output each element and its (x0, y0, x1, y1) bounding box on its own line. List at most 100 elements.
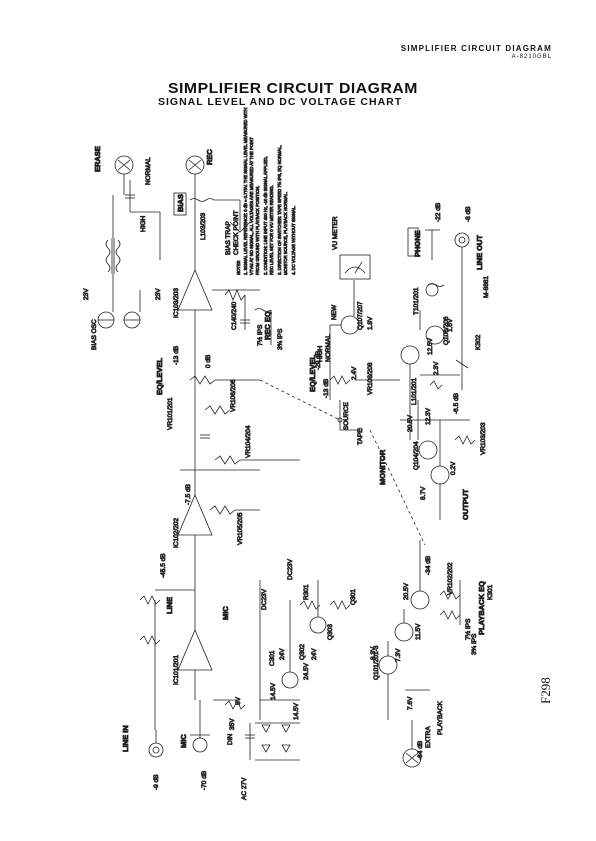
header-code: A-8210GBL (511, 54, 552, 60)
voltage-8v: 8V (235, 696, 242, 705)
part-k302: K302 (475, 334, 482, 350)
erase-head (114, 155, 134, 195)
level-phone: -22 dB (435, 203, 442, 222)
vu-meter (339, 254, 371, 280)
voltage-8-3v: 8.3V (370, 646, 377, 660)
q106-output-amp (400, 310, 460, 440)
part-ic102: IC102/202 (173, 518, 180, 548)
voltage-14-5v-b: 14.5V (293, 702, 300, 720)
label-check-point: CHECK POINT (233, 211, 240, 255)
label-line-in: LINE IN (121, 725, 130, 752)
part-vr103: VR103/203 (480, 422, 487, 455)
label-extra: EXTRA (425, 726, 432, 748)
part-q107: Q107/207 (357, 301, 364, 330)
header-title: SIMPLIFIER CIRCUIT DIAGRAM (400, 44, 552, 53)
part-q302: Q302 (299, 644, 306, 660)
voltage-8-7v: 8.7V (420, 486, 427, 500)
label-dc23v-b: DC23V (287, 558, 294, 580)
note-line: 2. CONDITION: LINE INPUT 400 Hz, -10 dB … (263, 156, 268, 275)
q104-q105-output (400, 400, 476, 520)
label-ips-a: 7½ IPS (256, 324, 264, 346)
voltage-23v-b: 23V (155, 288, 162, 300)
part-l101: L101/201 (411, 378, 418, 405)
bias-box (173, 192, 187, 216)
voltage-23v-a: 23V (83, 288, 90, 300)
level-line-in: -9 dB (153, 774, 160, 790)
part-vr105: VR105/205 (237, 512, 244, 545)
level-mic-in: -70 dB (201, 771, 208, 790)
part-l103: L103/203 (200, 213, 207, 240)
label-eq-level-mid: EQ/LEVEL (308, 354, 317, 392)
part-c140: C140/240 (231, 301, 238, 330)
part-q106: Q106/206 (443, 316, 450, 345)
label-ips-c: 7½ IPS (464, 618, 472, 640)
part-q303: Q303 (327, 624, 334, 640)
ic103-rec-amp (177, 240, 213, 355)
label-ac27v: AC 27V (241, 777, 248, 800)
bias-osc-transistors (97, 290, 141, 329)
label-eq-level-left: EQ/LEVEL (155, 357, 164, 395)
label-output: OUTPUT (461, 489, 470, 520)
label-line-out: LINE OUT (475, 235, 484, 270)
label-source: SOURCE (343, 402, 350, 430)
note-line: 3. DIRECTION OF SWITCHES: TAPE SPEED 7½ … (277, 145, 282, 275)
label-monitor: MONITOR (378, 449, 387, 485)
diagram-title: SIMPLIFIER CIRCUIT DIAGRAM (168, 80, 418, 97)
level-eq-gain: 0 dB (205, 355, 212, 368)
q107-meter-amp (329, 280, 360, 400)
label-normal-mid: NORMAL (325, 334, 332, 362)
label-playback-eq: PLAYBACK EQ (477, 581, 486, 635)
level-eq-in: -13 dB (173, 346, 180, 365)
label-rec: REC (205, 149, 214, 165)
level-rec-q: -29 dB (315, 351, 322, 370)
voltage-7-3v: 7.3V (395, 648, 402, 662)
label-phone: PHONE (413, 230, 422, 257)
rec-eq-network (212, 288, 272, 345)
part-k301: K301 (487, 584, 494, 600)
voltage-12-3v: 12.3V (425, 407, 432, 425)
page-header: SIMPLIFIER CIRCUIT DIAGRAM A-8210GBL (401, 44, 552, 60)
voltage-1-6v: 1.6V (447, 318, 454, 332)
part-c301: C301 (269, 650, 276, 666)
level-pb1: -64 dB (417, 741, 424, 760)
voltage-11-5v: 11.5V (415, 623, 422, 640)
level-eq-mid: -13 dB (323, 379, 330, 398)
voltage-14-5v: 14.5V (270, 682, 277, 700)
label-bias-trap: BIAS TRAP (225, 221, 232, 255)
rec-head (185, 155, 205, 240)
label-new: NEW (331, 304, 338, 320)
part-vr106: VR106/206 (230, 379, 237, 412)
note-line: VTVM AT NO SIGNAL, ALL VOLTAGES ARE MEAS… (249, 137, 254, 275)
voltage-2-3v: 2.3V (433, 361, 440, 375)
voltage-24v: 24V (279, 648, 286, 660)
part-ic103: IC103/203 (173, 288, 180, 318)
line-in-jack (148, 730, 164, 758)
eq-level-mid-network (329, 375, 400, 433)
label-normal: NORMAL (145, 157, 152, 185)
label-line: LINE (165, 597, 174, 614)
voltage-2-4v: 2.4V (351, 366, 358, 380)
label-mic: MIC (221, 606, 230, 620)
page-number: F298 (538, 677, 553, 704)
part-ic101: IC101/201 (173, 655, 180, 685)
mic-in-jack (190, 700, 210, 753)
label-ips-d: 3¾ IPS (471, 633, 478, 655)
label-ips-b: 3¾ IPS (277, 328, 284, 350)
voltage-0-2v: 0.2V (450, 461, 457, 475)
note-line: NOTES (236, 260, 241, 275)
note-line: FROM GROUND WITH PLAYBACK POSITION. (255, 186, 260, 275)
ic101-amp (139, 580, 246, 730)
note-line: 1. SIGNAL LEVEL REFERENCE: 0 dB = 0.775V… (243, 108, 248, 275)
phone-jack (407, 227, 445, 297)
label-tape: TAPE (357, 428, 364, 445)
power-supply (245, 580, 351, 761)
voltage-20-5v-b: 20.5V (403, 582, 410, 600)
note-line: 4. DC VOLTAGE WITHOUT SIGNAL. (291, 206, 296, 275)
voltage-1-8v: 1.8V (367, 316, 374, 330)
voltage-20-5v: 20.5V (407, 414, 414, 432)
label-mic-in: MIC (179, 734, 188, 748)
level-ic102-out: -7.5 dB (185, 484, 192, 505)
label-35v: 35V (229, 718, 236, 730)
label-din: DIN (227, 734, 234, 746)
